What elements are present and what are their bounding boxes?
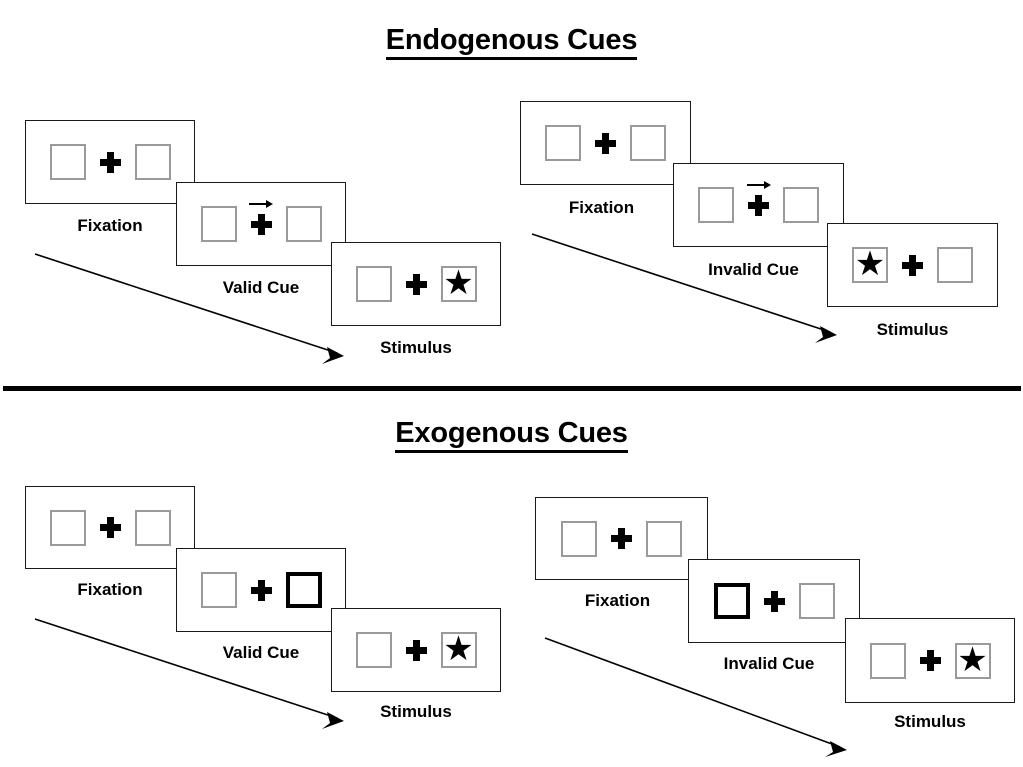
right-placeholder-box xyxy=(630,125,666,161)
panel-exogenous-invalid-stimulus: ★ xyxy=(845,618,1015,703)
fixation-cross-icon xyxy=(595,132,616,154)
section-divider xyxy=(3,386,1021,391)
right-target-box: ★ xyxy=(440,630,477,668)
star-target-icon: ★ xyxy=(957,640,988,679)
right-target-box: ★ xyxy=(440,264,477,302)
left-placeholder-box xyxy=(355,266,392,302)
left-placeholder-box xyxy=(200,206,237,242)
right-placeholder-box xyxy=(134,144,171,180)
fixation-cross-icon xyxy=(405,639,427,661)
fixation-cross-icon xyxy=(99,151,121,173)
right-cued-box xyxy=(285,572,322,608)
section-title-endogenous: Endogenous Cues xyxy=(0,24,1023,60)
left-placeholder-box xyxy=(355,632,392,668)
fixation-cross-icon xyxy=(99,517,121,538)
left-placeholder-box xyxy=(869,642,906,679)
panel-exogenous-valid-stimulus: ★ xyxy=(331,608,501,692)
section-title-exogenous-text: Exogenous Cues xyxy=(395,417,628,453)
fixation-cross-icon xyxy=(405,273,427,295)
star-target-icon: ★ xyxy=(443,264,474,302)
panel-exogenous-invalid-cue xyxy=(688,559,860,643)
right-placeholder-box xyxy=(937,247,973,283)
right-placeholder-box xyxy=(285,206,322,242)
panel-endogenous-valid-stimulus: ★ xyxy=(331,242,501,326)
left-cued-box xyxy=(713,583,750,619)
fixation-cross-icon xyxy=(746,180,771,216)
star-target-icon: ★ xyxy=(854,245,886,283)
right-placeholder-box xyxy=(783,187,819,223)
panel-endogenous-invalid-cue xyxy=(673,163,844,247)
fixation-cross-icon xyxy=(250,579,272,601)
caption-endogenous-valid-cue: Valid Cue xyxy=(222,278,300,297)
left-placeholder-box xyxy=(545,125,581,161)
caption-exogenous-valid-cue: Valid Cue xyxy=(222,643,300,662)
left-target-box: ★ xyxy=(852,247,888,283)
right-placeholder-box xyxy=(646,520,682,557)
left-placeholder-box xyxy=(561,520,597,557)
left-placeholder-box xyxy=(49,509,86,546)
caption-endogenous-invalid-stimulus: Stimulus xyxy=(876,320,949,339)
section-title-exogenous: Exogenous Cues xyxy=(0,417,1023,453)
fixation-cross-icon xyxy=(919,650,941,671)
panel-exogenous-valid-fixation xyxy=(25,486,195,569)
panel-exogenous-valid-cue xyxy=(176,548,346,632)
right-target-box: ★ xyxy=(954,640,991,679)
caption-endogenous-valid-fixation: Fixation xyxy=(77,216,143,235)
section-title-endogenous-text: Endogenous Cues xyxy=(385,24,637,60)
left-placeholder-box xyxy=(49,144,86,180)
panel-exogenous-invalid-fixation xyxy=(535,497,708,580)
star-target-icon: ★ xyxy=(443,630,474,668)
caption-exogenous-invalid-stimulus: Stimulus xyxy=(894,712,966,731)
right-placeholder-box xyxy=(134,509,171,546)
sequence-arrow-exogenous-invalid xyxy=(500,625,870,765)
caption-exogenous-invalid-fixation: Fixation xyxy=(584,591,651,610)
caption-endogenous-invalid-fixation: Fixation xyxy=(568,198,635,217)
caption-exogenous-invalid-cue: Invalid Cue xyxy=(723,654,815,673)
left-placeholder-box xyxy=(200,572,237,608)
fixation-cross-icon xyxy=(249,199,273,235)
caption-endogenous-valid-stimulus: Stimulus xyxy=(380,338,452,357)
fixation-cross-icon xyxy=(611,528,632,549)
caption-endogenous-invalid-cue: Invalid Cue xyxy=(708,260,799,279)
left-placeholder-box xyxy=(698,187,734,223)
panel-endogenous-valid-fixation xyxy=(25,120,195,204)
panel-endogenous-invalid-fixation xyxy=(520,101,691,185)
caption-exogenous-valid-stimulus: Stimulus xyxy=(380,702,452,721)
arrow-right-cue-icon xyxy=(746,180,771,190)
fixation-cross-icon xyxy=(763,590,785,612)
arrow-right-cue-icon xyxy=(249,199,273,209)
panel-endogenous-valid-cue xyxy=(176,182,346,266)
panel-endogenous-invalid-stimulus: ★ xyxy=(827,223,998,307)
fixation-cross-icon xyxy=(902,254,923,276)
caption-exogenous-valid-fixation: Fixation xyxy=(77,580,143,599)
right-placeholder-box xyxy=(798,583,835,619)
